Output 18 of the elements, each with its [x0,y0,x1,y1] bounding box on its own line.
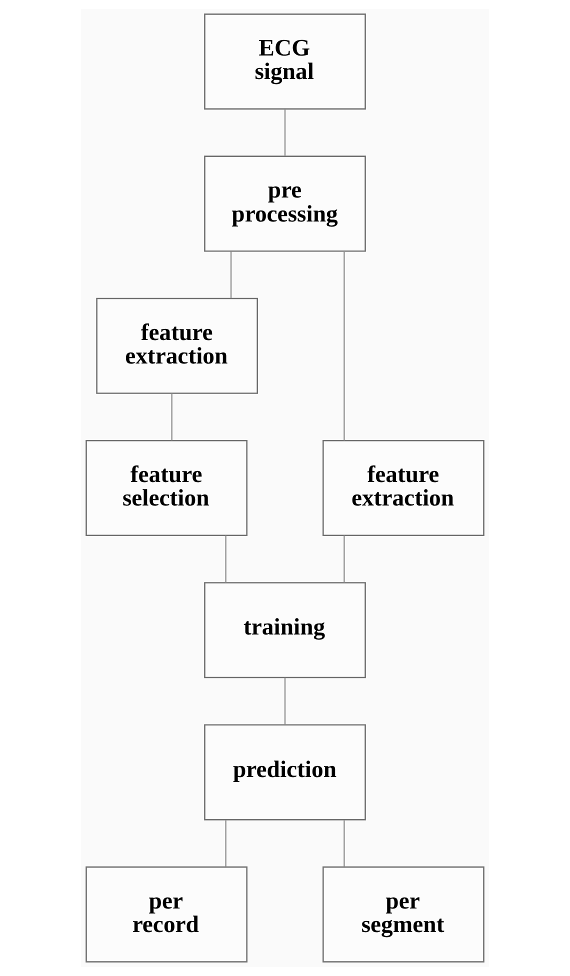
node-box: prediction [204,724,366,820]
node-box: per record [86,866,248,962]
node-box: feature selection [86,440,248,536]
connector [344,820,345,867]
node-box: feature extraction [96,298,258,394]
connector [284,678,286,724]
connector [284,109,286,156]
node-box: training [204,582,366,678]
connector [225,820,226,867]
connector [225,536,226,582]
node-box: per segment [322,866,484,962]
connector [171,394,172,440]
node-box: ECG signal [204,14,366,110]
node-box: feature extraction [322,440,484,536]
connector [344,536,345,582]
node-box: pre processing [204,156,366,252]
connector [230,251,232,298]
connector [344,251,345,440]
